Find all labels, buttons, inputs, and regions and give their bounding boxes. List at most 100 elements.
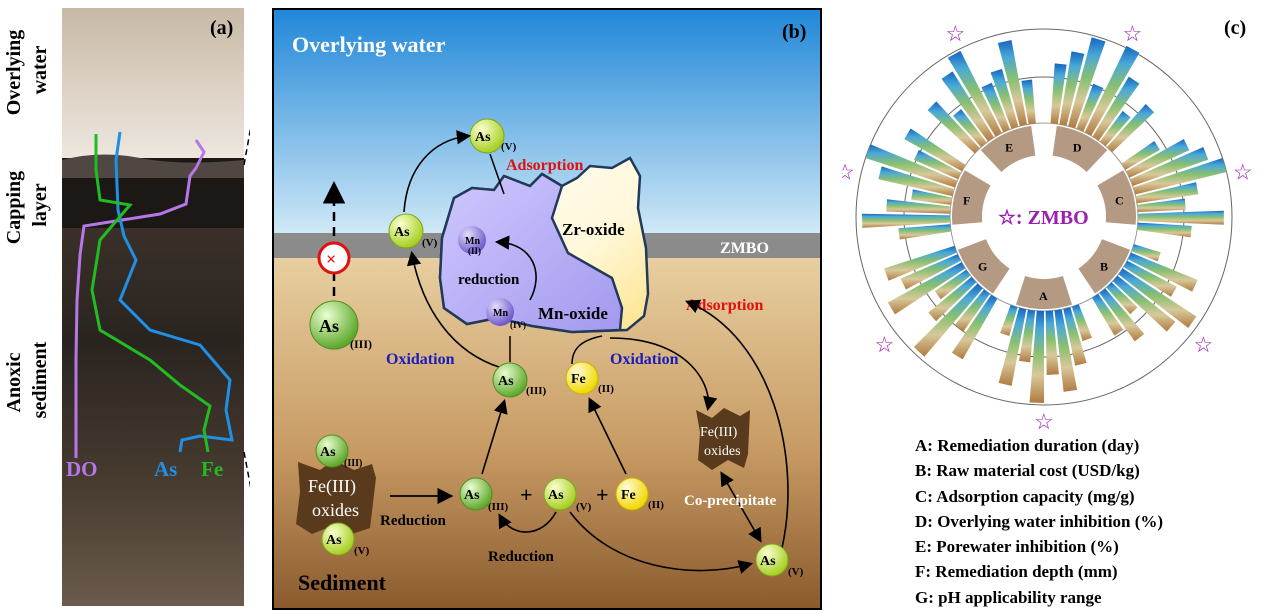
- radial-bar: [1100, 110, 1131, 147]
- reduction-label-bottom: Reduction: [488, 549, 554, 565]
- adsorption-arrow-right: [685, 299, 789, 549]
- radial-bar: [998, 307, 1027, 386]
- mn-iv-symbol: Mn: [493, 308, 508, 319]
- radial-bar: [913, 149, 962, 180]
- radial-bar: [997, 39, 1028, 127]
- sector-letter: G: [978, 260, 987, 274]
- oxidation-arrow-right: [609, 337, 718, 412]
- as-iii-blocked-ball: [309, 300, 359, 350]
- fe-ii-mid-ball: [565, 361, 599, 395]
- layer-capping-label: Capping layer: [3, 166, 51, 244]
- inner-reduction-label: reduction: [458, 272, 520, 288]
- mn-reduction-arrow: [494, 235, 537, 301]
- as-iii-left-ball: [315, 434, 349, 468]
- photo-capping-texture: [62, 154, 244, 178]
- radial-bar: [1135, 182, 1199, 204]
- adsorption-label-right: Adsorption: [686, 297, 763, 314]
- radial-bar: [1084, 45, 1140, 136]
- radial-bar: [981, 82, 1010, 133]
- radial-bar: [927, 101, 980, 154]
- as-v-right-symbol: As: [760, 554, 776, 569]
- radial-bar: [1131, 244, 1161, 262]
- oxidation-label-right: Oxidation: [610, 351, 679, 368]
- radial-bar: [886, 199, 951, 214]
- zmbo-star-icon: ☆: [1193, 332, 1213, 357]
- feiii-oxides-right-shape: [696, 408, 750, 470]
- radial-bar: [952, 109, 987, 148]
- radial-bar: [1127, 252, 1198, 292]
- feiii-oxides-right-line2: oxides: [704, 444, 741, 459]
- radial-bar: [1121, 140, 1160, 170]
- photo-water-zone: [62, 8, 244, 158]
- panel-b-tag: (b): [782, 21, 806, 43]
- layer-anoxic-label: Anoxic sediment: [3, 341, 51, 418]
- sector-wedge: [1078, 239, 1130, 294]
- legend-item-a: A: Remediation duration (day): [915, 436, 1140, 455]
- as-v-to-right-arrow: [569, 511, 754, 574]
- radial-bar: [1091, 293, 1124, 336]
- radial-bar: [1106, 282, 1138, 315]
- zoom-connector-top: [243, 127, 250, 166]
- sector-letter: B: [1100, 260, 1108, 274]
- curve-label-fe: Fe: [201, 457, 223, 481]
- radial-bar: [1118, 268, 1197, 329]
- layer-capping-line1: Capping: [3, 171, 25, 244]
- radial-bar: [1045, 310, 1059, 375]
- as-iii-bottom-symbol: As: [464, 488, 480, 503]
- zr-oxide-label: Zr-oxide: [562, 220, 625, 239]
- feiii-oxides-left-shape: [296, 460, 376, 534]
- radial-bar: [1021, 79, 1036, 125]
- adsorption-label-top: Adsorption: [506, 157, 583, 174]
- legend-item-d: D: Overlying water inhibition (%): [915, 511, 1164, 531]
- reduction-back-arrow: [498, 511, 557, 533]
- radial-bar: [928, 276, 977, 322]
- plus-sign-1: +: [520, 482, 533, 507]
- as-v-bottom-charge: (V): [576, 501, 592, 513]
- radial-bar: [954, 289, 990, 332]
- as-v-cap-ball: [388, 213, 424, 249]
- reduction-label-main: Reduction: [380, 513, 446, 529]
- as-v-release-arrow: [403, 130, 472, 213]
- panel-a-sediment-photo: (a) Overlying water Capping layer Anoxic…: [3, 8, 250, 606]
- radial-bar: [878, 166, 955, 197]
- radial-bar: [1123, 260, 1177, 297]
- radial-bar: [900, 254, 961, 290]
- as-v-right-charge: (V): [788, 566, 804, 578]
- layer-anoxic-line1: Anoxic: [3, 352, 25, 412]
- curve-label-as: As: [154, 457, 177, 481]
- coprecipitate-arrow: [720, 471, 762, 543]
- radial-bar: [1050, 63, 1067, 125]
- radial-bar: [898, 224, 952, 240]
- radial-outer-ring: [855, 28, 1233, 406]
- mn-ii-ball: [458, 226, 486, 254]
- as-v-bottom-symbol: As: [548, 488, 564, 503]
- photo-sediment-zone: [62, 228, 244, 606]
- zmbo-star-icon: ☆: [842, 160, 855, 185]
- radial-bar: [947, 50, 1002, 137]
- sector-wedge: [1097, 170, 1136, 225]
- radial-bar: [1092, 76, 1140, 141]
- oxidation-label-left: Oxidation: [386, 351, 455, 368]
- sector-wedge: [952, 170, 991, 225]
- layer-overlying-water-label: Overlying water: [3, 25, 51, 116]
- radial-bar: [911, 189, 953, 205]
- panel-c-legend: A: Remediation duration (day) B: Raw mat…: [915, 433, 1260, 610]
- radial-bar: [1126, 139, 1190, 178]
- oxidation-arrow-left: [406, 250, 503, 369]
- as-v-bottom-ball: [543, 477, 577, 511]
- radial-bar: [1018, 309, 1036, 363]
- zoom-connector-bottom: [243, 451, 250, 488]
- layer-overlying-line1: Overlying: [3, 30, 25, 116]
- radial-bar: [990, 68, 1019, 129]
- plus-sign-2: +: [596, 482, 609, 507]
- adsorption-link-top: [489, 153, 505, 195]
- sector-letter: C: [1115, 194, 1124, 208]
- fe-ii-oxidation-up-arrow: [588, 397, 627, 475]
- radial-bar: [862, 213, 951, 228]
- feiii-oxides-left-line1: Fe(III): [308, 476, 356, 497]
- sector-wedge: [1016, 276, 1072, 309]
- layer-capping-line2: layer: [29, 183, 51, 226]
- as-iii-mid-symbol: As: [498, 374, 514, 389]
